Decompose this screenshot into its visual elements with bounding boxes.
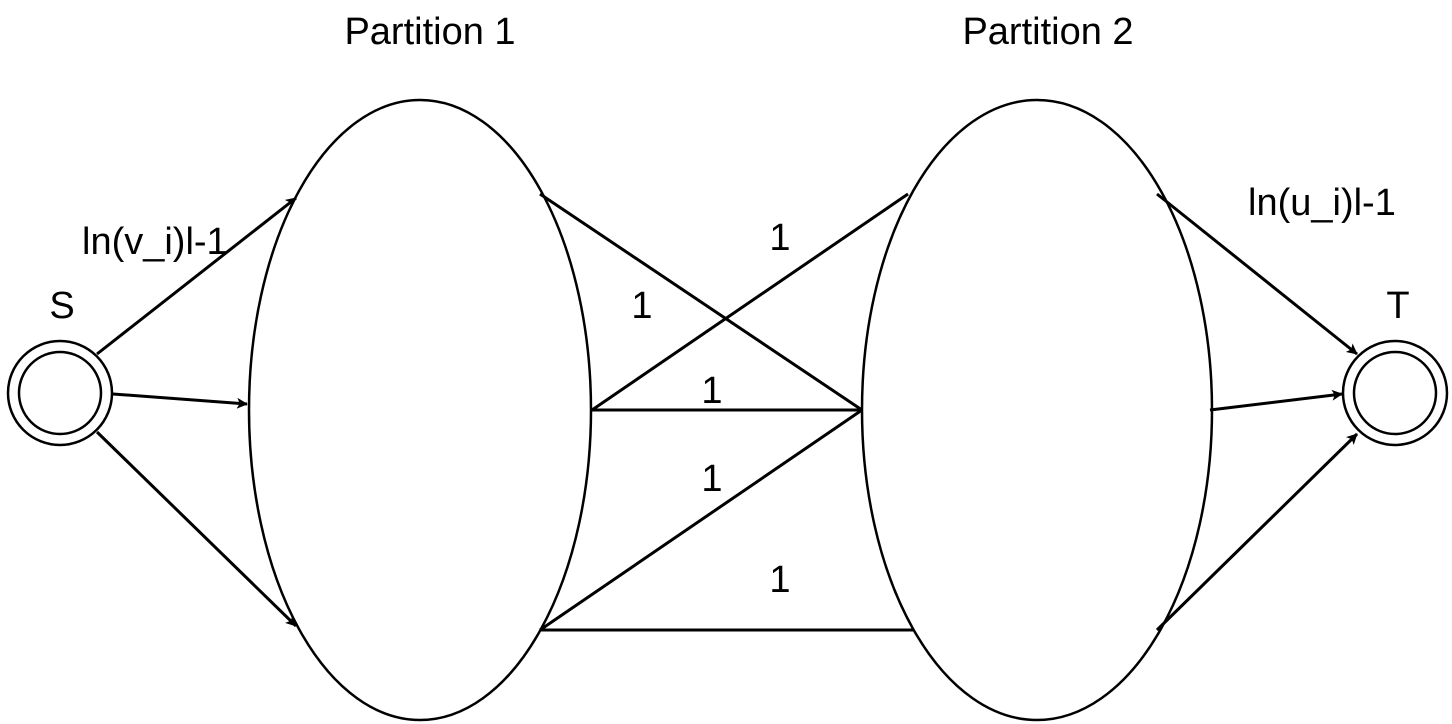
edge-p1-lower-to-p2-middle xyxy=(539,408,863,632)
source-edge-capacity-label: ln(v_i)l-1 xyxy=(82,221,228,263)
edge-partition2-middle-to-sink xyxy=(1209,389,1343,412)
source-node xyxy=(6,339,114,447)
partition-2-title: Partition 2 xyxy=(962,11,1133,53)
source-label: S xyxy=(49,285,74,327)
edge-p1-upper-to-p2-middle xyxy=(539,192,863,412)
partition-1-ellipse xyxy=(247,98,593,722)
sink-edge-capacity-label: ln(u_i)l-1 xyxy=(1248,182,1396,224)
partition-1-title: Partition 1 xyxy=(344,11,515,53)
edge-p1-middle-to-p2-upper xyxy=(591,192,909,412)
edge-label-bottom: 1 xyxy=(769,559,790,601)
edge-label-cross-upper-left: 1 xyxy=(631,285,652,327)
edge-label-cross-upper-right: 1 xyxy=(769,217,790,259)
sink-label: T xyxy=(1386,285,1409,327)
edge-label-cross-lower: 1 xyxy=(701,458,722,500)
edge-partition2-top-to-sink xyxy=(1156,192,1358,356)
edge-source-to-partition1-top xyxy=(96,196,297,356)
edge-label-middle: 1 xyxy=(701,370,722,412)
edge-partition2-bottom-to-sink xyxy=(1155,432,1359,632)
sink-node xyxy=(1341,339,1449,447)
edge-source-to-partition1-bottom xyxy=(95,430,298,628)
edge-source-to-partition1-middle xyxy=(112,392,248,409)
